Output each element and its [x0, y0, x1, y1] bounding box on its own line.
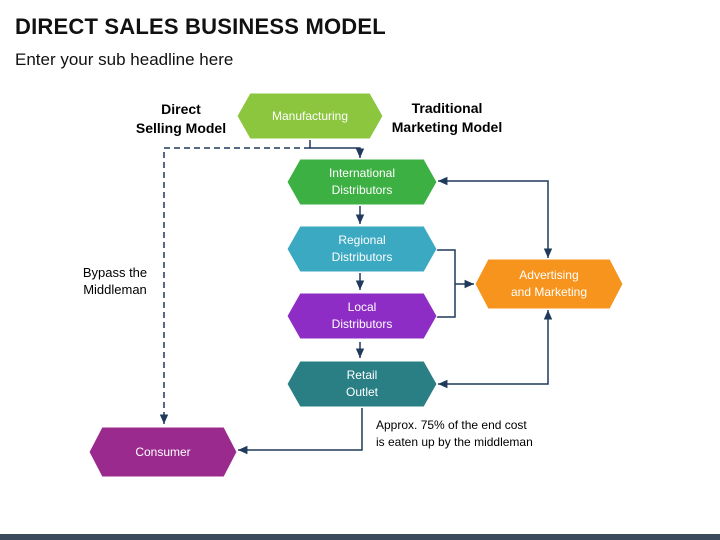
- node-regional-distributors: Regional Distributors: [286, 225, 438, 273]
- node-consumer-shape: [88, 426, 238, 478]
- node-advertising-shape: [474, 258, 624, 310]
- node-international-shape: [286, 158, 438, 206]
- node-manufacturing-shape: [236, 92, 384, 140]
- node-local-shape: [286, 292, 438, 340]
- node-advertising-label: Advertising and Marketing: [510, 268, 588, 299]
- label-traditional-marketing-model: Traditional Marketing Model: [391, 100, 503, 135]
- arrow-bypass-dashed: [159, 147, 310, 424]
- node-international-distributors: International Distributors: [286, 158, 438, 206]
- node-regional-shape: [286, 225, 438, 273]
- label-direct-selling-model: Direct Selling Model: [135, 101, 227, 136]
- node-international-label: International Distributors: [328, 166, 396, 197]
- node-local-distributors: Local Distributors: [286, 292, 438, 340]
- page-title: DIRECT SALES BUSINESS MODEL: [15, 14, 386, 39]
- arrow-advertising-retail: [438, 310, 553, 389]
- node-manufacturing-label: Manufacturing: [271, 108, 349, 123]
- label-bypass-middleman: Bypass the Middleman: [82, 265, 148, 297]
- bottom-bar: [0, 534, 720, 540]
- arrow-advertising-international: [438, 176, 553, 258]
- page-subtitle: Enter your sub headline here: [15, 50, 234, 69]
- connector-regional-bracket: [436, 249, 456, 318]
- node-consumer: Consumer: [88, 426, 238, 478]
- node-advertising-marketing: Advertising and Marketing: [474, 258, 624, 310]
- label-cost-note: Approx. 75% of the end cost is eaten up …: [376, 418, 533, 449]
- node-retail-shape: [286, 360, 438, 408]
- node-regional-label: Regional Distributors: [331, 233, 393, 264]
- node-retail-outlet: Retail Outlet: [286, 360, 438, 408]
- node-manufacturing: Manufacturing: [236, 92, 384, 140]
- arrow-retail-consumer: [238, 408, 363, 455]
- node-consumer-label: Consumer: [135, 444, 191, 459]
- node-local-label: Local Distributors: [331, 300, 393, 331]
- node-retail-label: Retail Outlet: [345, 368, 378, 399]
- arrow-manufacturing-international: [309, 140, 365, 158]
